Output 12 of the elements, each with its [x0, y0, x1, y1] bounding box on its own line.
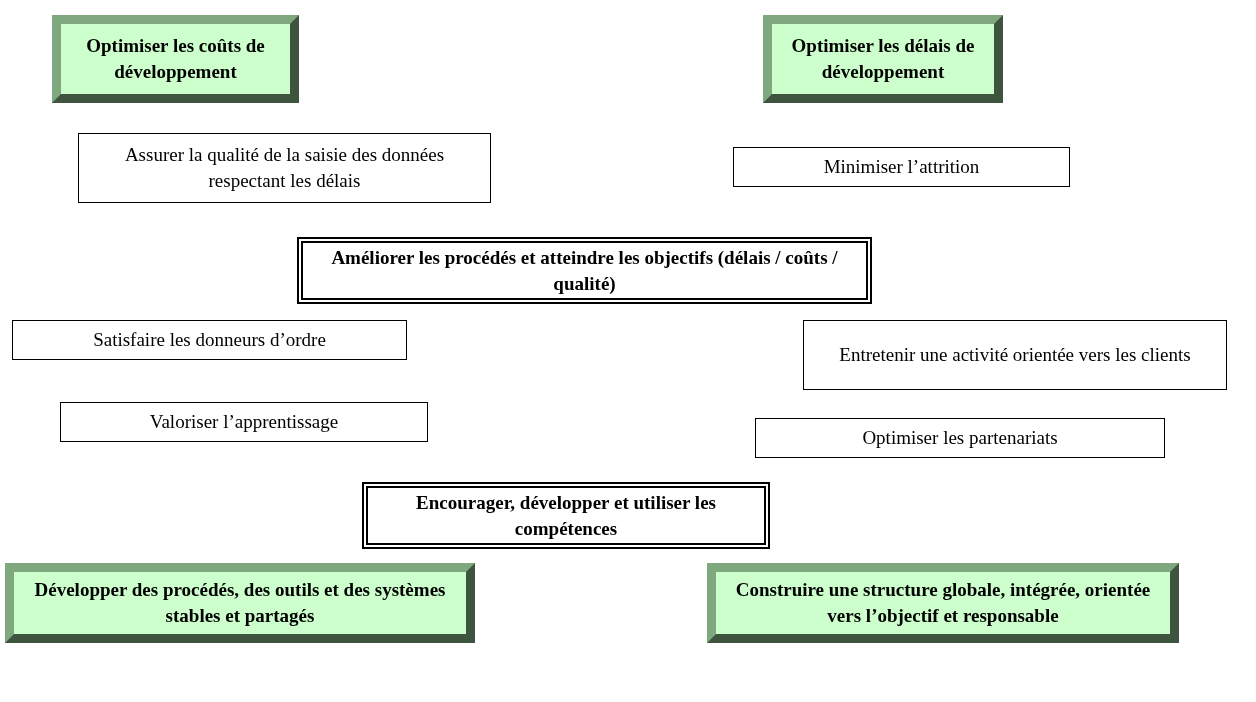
goal-box: Optimiser les délais de développement [763, 15, 1003, 103]
key-objective-box: Encourager, développer et utiliser les compétences [362, 482, 770, 550]
objective-box: Assurer la qualité de la saisie des données respectant les délais [78, 133, 491, 203]
goal-box: Optimiser les coûts de développement [52, 15, 299, 103]
objective-box: Optimiser les partenariats [755, 418, 1165, 458]
objective-box: Entretenir une activité orientée vers les clients [803, 320, 1227, 390]
objective-box: Satisfaire les donneurs d’ordre [12, 320, 407, 360]
goal-box: Développer des procédés, des outils et des systèmes stables et partagés [5, 563, 475, 643]
key-objective-box: Améliorer les procédés et atteindre les objectifs (délais / coûts / qualité) [297, 237, 872, 305]
objective-box: Minimiser l’attrition [733, 147, 1070, 187]
goal-box: Construire une structure globale, intégrée, orientée vers l’objectif et responsable [707, 563, 1179, 643]
objective-box: Valoriser l’apprentissage [60, 402, 428, 442]
